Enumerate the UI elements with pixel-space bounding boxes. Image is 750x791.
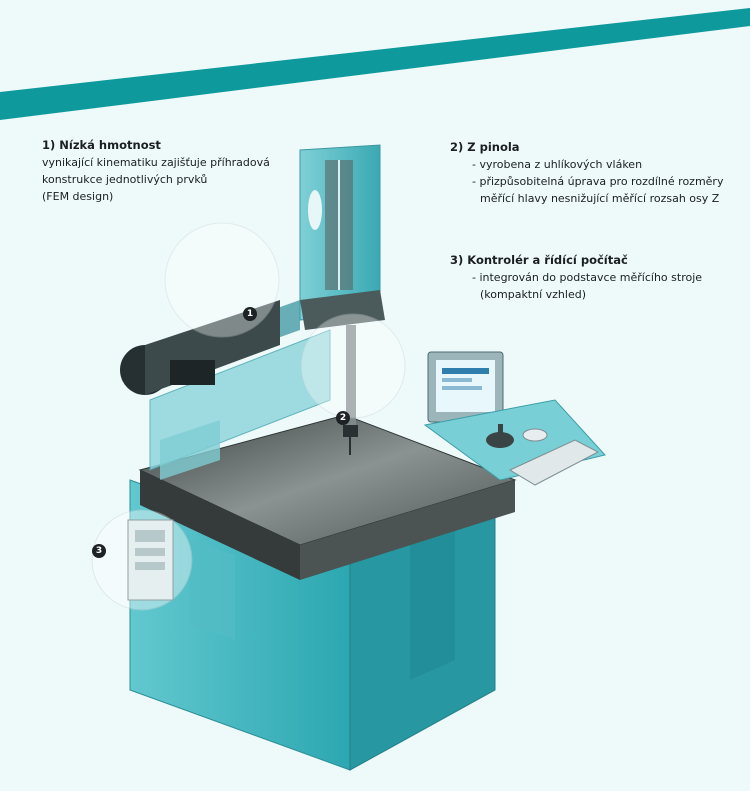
section-z-pinola: 2) Z pinola - vyrobena z uhlíkových vlák… xyxy=(450,139,740,207)
section-3-title: 3) Kontrolér a řídící počítač xyxy=(450,253,628,267)
gantry xyxy=(120,300,331,480)
granite-table xyxy=(138,414,517,580)
section-1-title: 1) Nízká hmotnost xyxy=(42,138,161,152)
section-2-title: 2) Z pinola xyxy=(450,140,520,154)
section-1-line-1: vynikající kinematiku zajišťuje příhrado… xyxy=(42,156,270,169)
mouse xyxy=(522,428,548,442)
z-column xyxy=(299,144,385,455)
section-1-line-2: konstrukce jednotlivých prvků xyxy=(42,173,208,186)
section-3-bullet-1: - integrován do podstavce měřícího stroj… xyxy=(472,271,703,284)
section-low-weight: 1) Nízká hmotnost vynikající kinematiku … xyxy=(42,137,302,205)
marker-3: 3 xyxy=(92,544,106,558)
section-2-bullet-2-cont: měřící hlavy nesnižující měřící rozsah o… xyxy=(480,192,720,205)
keyboard xyxy=(508,439,600,486)
marker-2: 2 xyxy=(336,411,350,425)
teal-banner xyxy=(0,8,750,120)
marker-1: 1 xyxy=(243,307,257,321)
section-2-bullet-2: - přizpůsobitelná úprava pro rozdílné ro… xyxy=(472,175,724,188)
section-3-bullet-1-cont: (kompaktní vzhled) xyxy=(480,288,586,301)
section-1-line-3: (FEM design) xyxy=(42,190,114,203)
highlight-circle-1 xyxy=(164,222,280,338)
workstation xyxy=(423,351,606,486)
highlight-circle-2 xyxy=(300,313,406,419)
section-2-bullet-1: - vyrobena z uhlíkových vláken xyxy=(472,158,643,171)
section-controller: 3) Kontrolér a řídící počítač - integrov… xyxy=(450,252,740,303)
